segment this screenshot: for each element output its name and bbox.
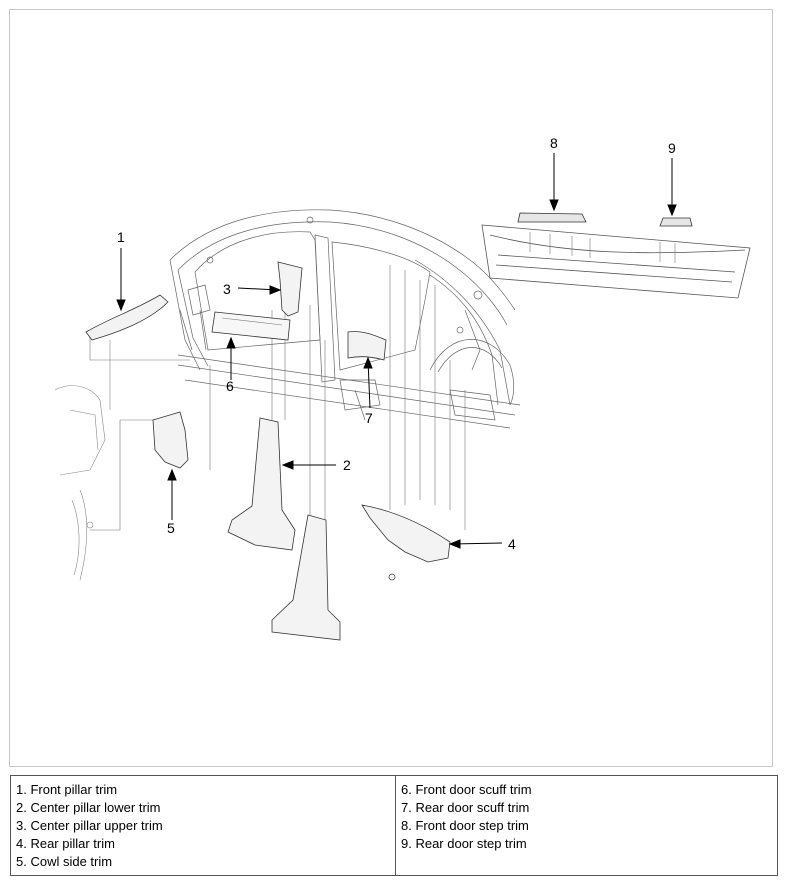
legend-item: 4. Rear pillar trim bbox=[16, 836, 115, 851]
center-pillar-upper-trim bbox=[277, 261, 303, 317]
legend-item: 9. Rear door step trim bbox=[401, 836, 527, 851]
rear-pillar-trim bbox=[361, 504, 451, 563]
legend-column-right: 6. Front door scuff trim 7. Rear door sc… bbox=[396, 776, 777, 875]
callout-7: 7 bbox=[365, 410, 373, 426]
legend-table: 1. Front pillar trim 2. Center pillar lo… bbox=[10, 775, 778, 876]
front-door-step-trim bbox=[517, 212, 587, 223]
legend-column-left: 1. Front pillar trim 2. Center pillar lo… bbox=[11, 776, 396, 875]
callout-1: 1 bbox=[117, 229, 125, 245]
leader-arrows bbox=[116, 153, 677, 549]
callout-3: 3 bbox=[223, 281, 231, 297]
body-side-frame bbox=[169, 209, 521, 429]
center-pillar-lower-trim-a bbox=[227, 417, 296, 551]
legend-item: 6. Front door scuff trim bbox=[401, 782, 532, 797]
diagram-frame: 1 2 3 4 5 6 7 8 9 bbox=[9, 9, 773, 767]
front-pillar-trim bbox=[85, 294, 169, 341]
cowl-fragment bbox=[54, 340, 111, 581]
legend-item: 5. Cowl side trim bbox=[16, 854, 113, 869]
step-trim-panel bbox=[481, 224, 751, 299]
legend-item: 7. Rear door scuff trim bbox=[401, 800, 530, 815]
rear-door-scuff-trim bbox=[347, 331, 387, 361]
legend-item: 2. Center pillar lower trim bbox=[16, 800, 161, 815]
callout-8: 8 bbox=[550, 135, 558, 151]
rear-door-step-trim bbox=[659, 217, 693, 227]
legend-item: 3. Center pillar upper trim bbox=[16, 818, 163, 833]
exploded-view-drawing: 1 2 3 4 5 6 7 8 9 bbox=[54, 135, 751, 641]
callout-5: 5 bbox=[167, 520, 175, 536]
callout-6: 6 bbox=[226, 378, 234, 394]
callout-4: 4 bbox=[508, 536, 516, 552]
legend-item: 1. Front pillar trim bbox=[16, 782, 118, 797]
callout-9: 9 bbox=[668, 140, 676, 156]
front-door-scuff-trim bbox=[211, 311, 291, 341]
callout-2: 2 bbox=[343, 457, 351, 473]
cowl-side-trim bbox=[152, 411, 189, 469]
assembly-guide-lines bbox=[89, 265, 466, 531]
legend-item: 8. Front door step trim bbox=[401, 818, 529, 833]
center-pillar-lower-trim-b bbox=[271, 514, 341, 641]
